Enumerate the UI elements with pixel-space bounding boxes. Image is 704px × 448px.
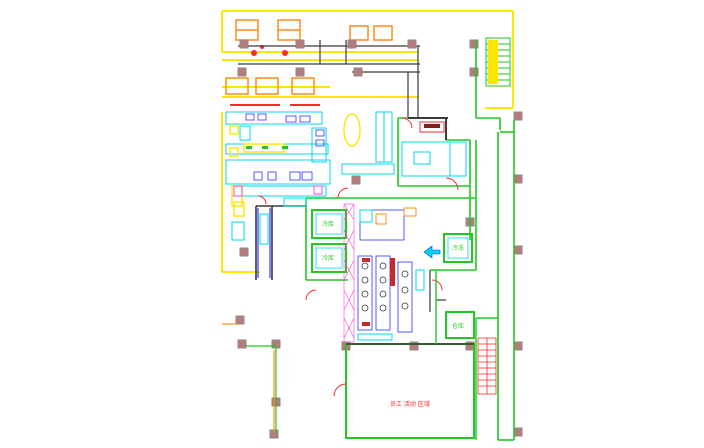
cold-room-inner [315,213,469,269]
kitchen-upper-dark [408,117,448,140]
left-cyan-fixtures [231,197,307,245]
kitchen-upper-red [401,117,459,191]
stair-top-right-fill [488,40,498,84]
pipe-lower-left [246,345,277,434]
cooking-cyan-items [357,209,425,341]
bar-counter-yellow [229,125,285,217]
room-label-cold-room-1: 冷库 [322,220,334,228]
bar-green-items [246,146,288,149]
left-red-doors [257,187,349,301]
room-label-large-room: 员工 活动 区域 [390,400,430,408]
oval-feature [343,113,361,147]
large-room-walls [345,343,475,439]
stair-bottom-right [477,337,497,395]
room-label-freezer-room: 冷冻 [452,244,464,252]
structural-columns [235,39,523,439]
large-room-doors [333,279,443,397]
hatched-corridor [343,203,355,343]
chairs-red [251,45,288,56]
left-dark-walls [255,205,306,280]
kitchen-upper-walls [397,117,471,240]
bar-magenta-items [233,185,323,197]
cooking-red-items [362,258,395,326]
right-green-walls [475,40,515,441]
entry-arrow [423,245,441,259]
bar-counter [225,111,331,197]
room-label-cold-room-2: 冷库 [322,254,334,262]
cold-rooms [311,209,475,339]
kitchen-orange-items [375,207,417,225]
stair-bottom-right-walls [475,317,498,440]
cyan-prep-strip [341,111,395,175]
main-kitchen-walls [305,140,477,281]
bar-equipment [245,113,325,181]
dining-tables-top [225,19,315,95]
top-dark-walls [238,40,420,118]
kitchen-upper-fixtures [401,141,467,177]
storage-corridor-walls [429,270,446,312]
top-tables-right [349,25,393,41]
room-label-storage-room: 仓库 [452,322,464,330]
cooking-line [357,209,413,333]
left-blue-walls [257,208,271,278]
kitchen-upper-darkred [424,124,440,128]
burners [361,262,409,312]
pipe-lower-left-orange [222,323,275,432]
small-labels-top [230,104,320,106]
